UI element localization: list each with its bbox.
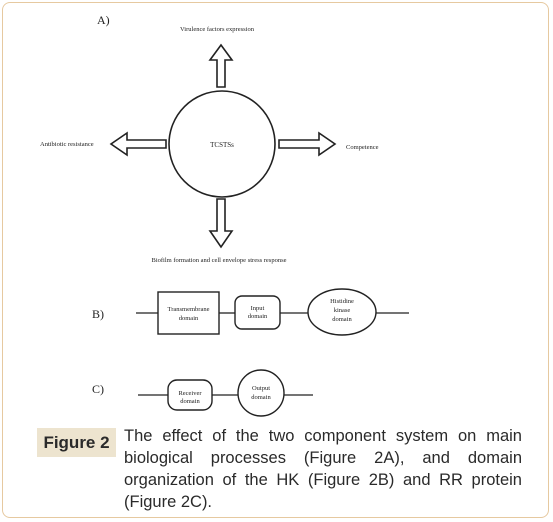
output-domain-circle [237,369,285,417]
figure-frame [2,2,549,518]
competence-label: Competence [346,144,379,151]
tcsts-circle [168,90,276,198]
figure-caption-badge: Figure 2 [37,428,116,457]
virulence-label: Virulence factors expression [180,26,255,33]
transmembrane-label-2: domain [179,315,199,322]
input-label-1: Input [251,305,265,312]
figure-caption-text: The effect of the two component system o… [124,427,522,511]
panel-c-label: C) [92,382,104,396]
histidine-kinase-domain-ellipse [307,288,377,336]
transmembrane-label-1: Transmembrane [167,306,209,313]
arrow-down-biofilm [208,198,234,249]
output-label-1: Output [252,385,270,392]
arrow-right-competence [278,131,337,157]
transmembrane-domain-box [157,291,220,335]
tcsts-label: TCSTSs [210,141,234,149]
tcs-diagram: A) TCSTSs Virulence factors expression A… [40,13,409,417]
panel-b-label: B) [92,307,104,321]
arrow-left-antibiotic [109,131,167,157]
panel-a-label: A) [97,13,110,27]
biofilm-label: Biofilm formation and cell envelope stre… [151,257,286,264]
histidine-label-1: Histidine [330,298,354,305]
antibiotic-label: Antibiotic resistance [40,141,94,148]
receiver-label-2: domain [180,398,200,405]
histidine-label-2: kinase [334,307,351,314]
output-label-2: domain [251,394,271,401]
input-label-2: domain [248,313,268,320]
histidine-label-3: domain [332,316,352,323]
receiver-label-1: Receiver [178,390,202,397]
arrow-up-virulence [208,43,234,88]
